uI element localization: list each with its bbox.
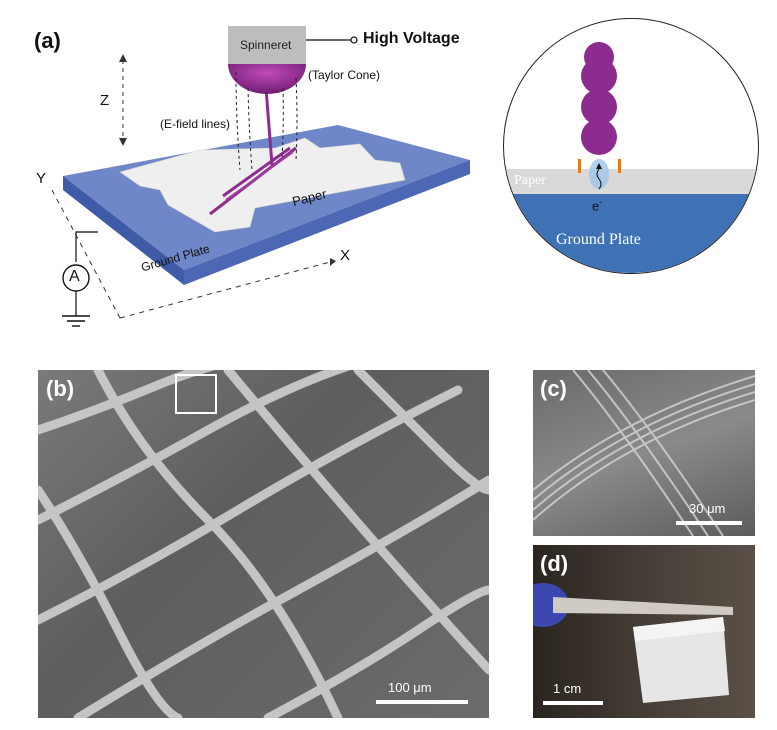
sem-mesh [38,370,489,718]
axis-y-label: Y [36,170,47,187]
taylor-cone-label: (Taylor Cone) [308,68,381,82]
panel-d-photo: 1 cm [533,545,755,718]
panel-a-label: (a) [34,28,61,53]
inset-magnified-view: Paper Ground Plate e- [503,18,759,274]
axis-z-label: Z [100,92,110,109]
panel-c-sem-image: 30 μm [533,370,755,536]
panel-c-scale-label: 30 μm [689,501,726,516]
panel-d-scale-label: 1 cm [553,681,582,696]
panel-d-scale-bar [543,701,603,705]
panel-b-scale-bar [376,700,468,704]
panel-b-sem-image: 100 μm [38,370,489,718]
panel-b-label: (b) [46,376,75,401]
inset-drawing [504,42,758,273]
electrospinning-schematic [47,26,470,327]
efield-label: (E-field lines) [160,117,231,131]
panel-b-scale-label: 100 μm [388,680,432,695]
spinneret [228,26,306,64]
panel-d-label: (d) [540,551,569,576]
paper-sheet [119,137,406,233]
taylor-cone [228,64,306,94]
spinneret-label: Spinneret [240,38,292,52]
tweezers-sample-photo [533,583,733,703]
zoom-region-box [175,374,217,414]
inset-paper-label: Paper [514,173,546,188]
panel-c-scale-bar [676,521,742,525]
ammeter-label: A [69,268,80,285]
sem-fiber-zoom [533,370,755,536]
panel-c-label: (c) [540,376,567,401]
inset-electron-label: e- [592,197,603,214]
inset-ground-label: Ground Plate [556,231,641,248]
high-voltage-label: High Voltage [363,30,460,47]
axis-x-label: X [340,247,351,264]
